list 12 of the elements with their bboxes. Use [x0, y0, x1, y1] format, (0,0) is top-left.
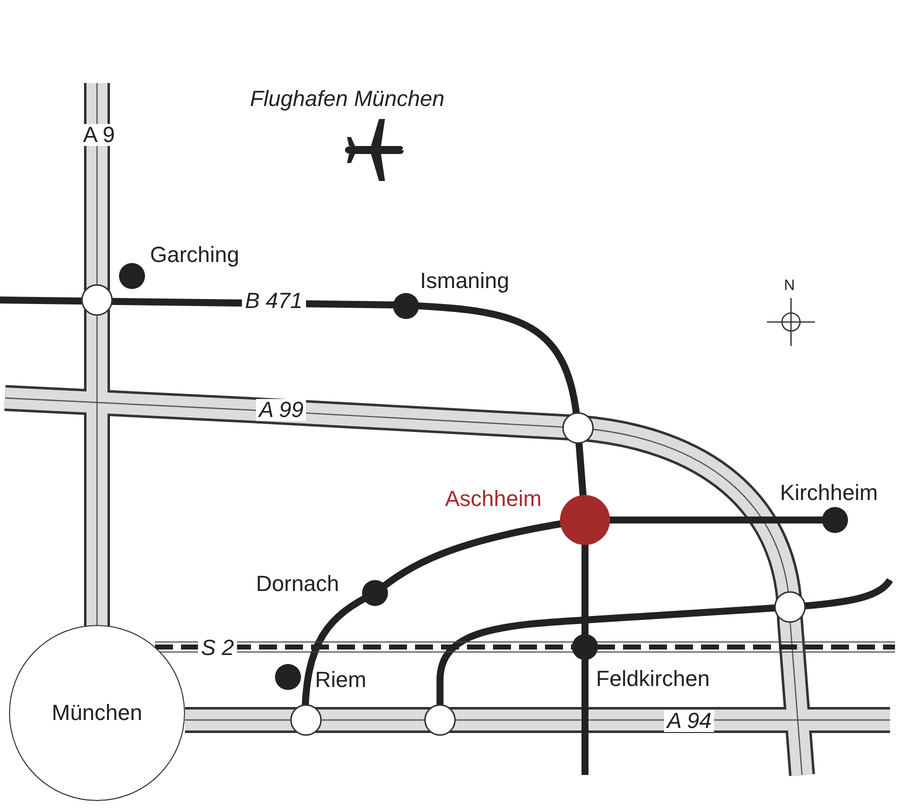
compass-letter: N — [784, 278, 795, 293]
place-name: München — [52, 702, 142, 724]
place-name: Feldkirchen — [596, 668, 710, 690]
place-name: Riem — [315, 669, 366, 691]
place-name: Garching — [150, 244, 240, 266]
place-name: Dornach — [256, 573, 340, 595]
place-name: Aschheim — [445, 488, 542, 510]
road-number: A 94 — [664, 710, 714, 732]
airport-name: Flughafen München — [250, 88, 444, 110]
place-name: Kirchheim — [780, 482, 878, 504]
place-name: Ismaning — [420, 270, 510, 292]
road-number: A 99 — [256, 399, 306, 421]
